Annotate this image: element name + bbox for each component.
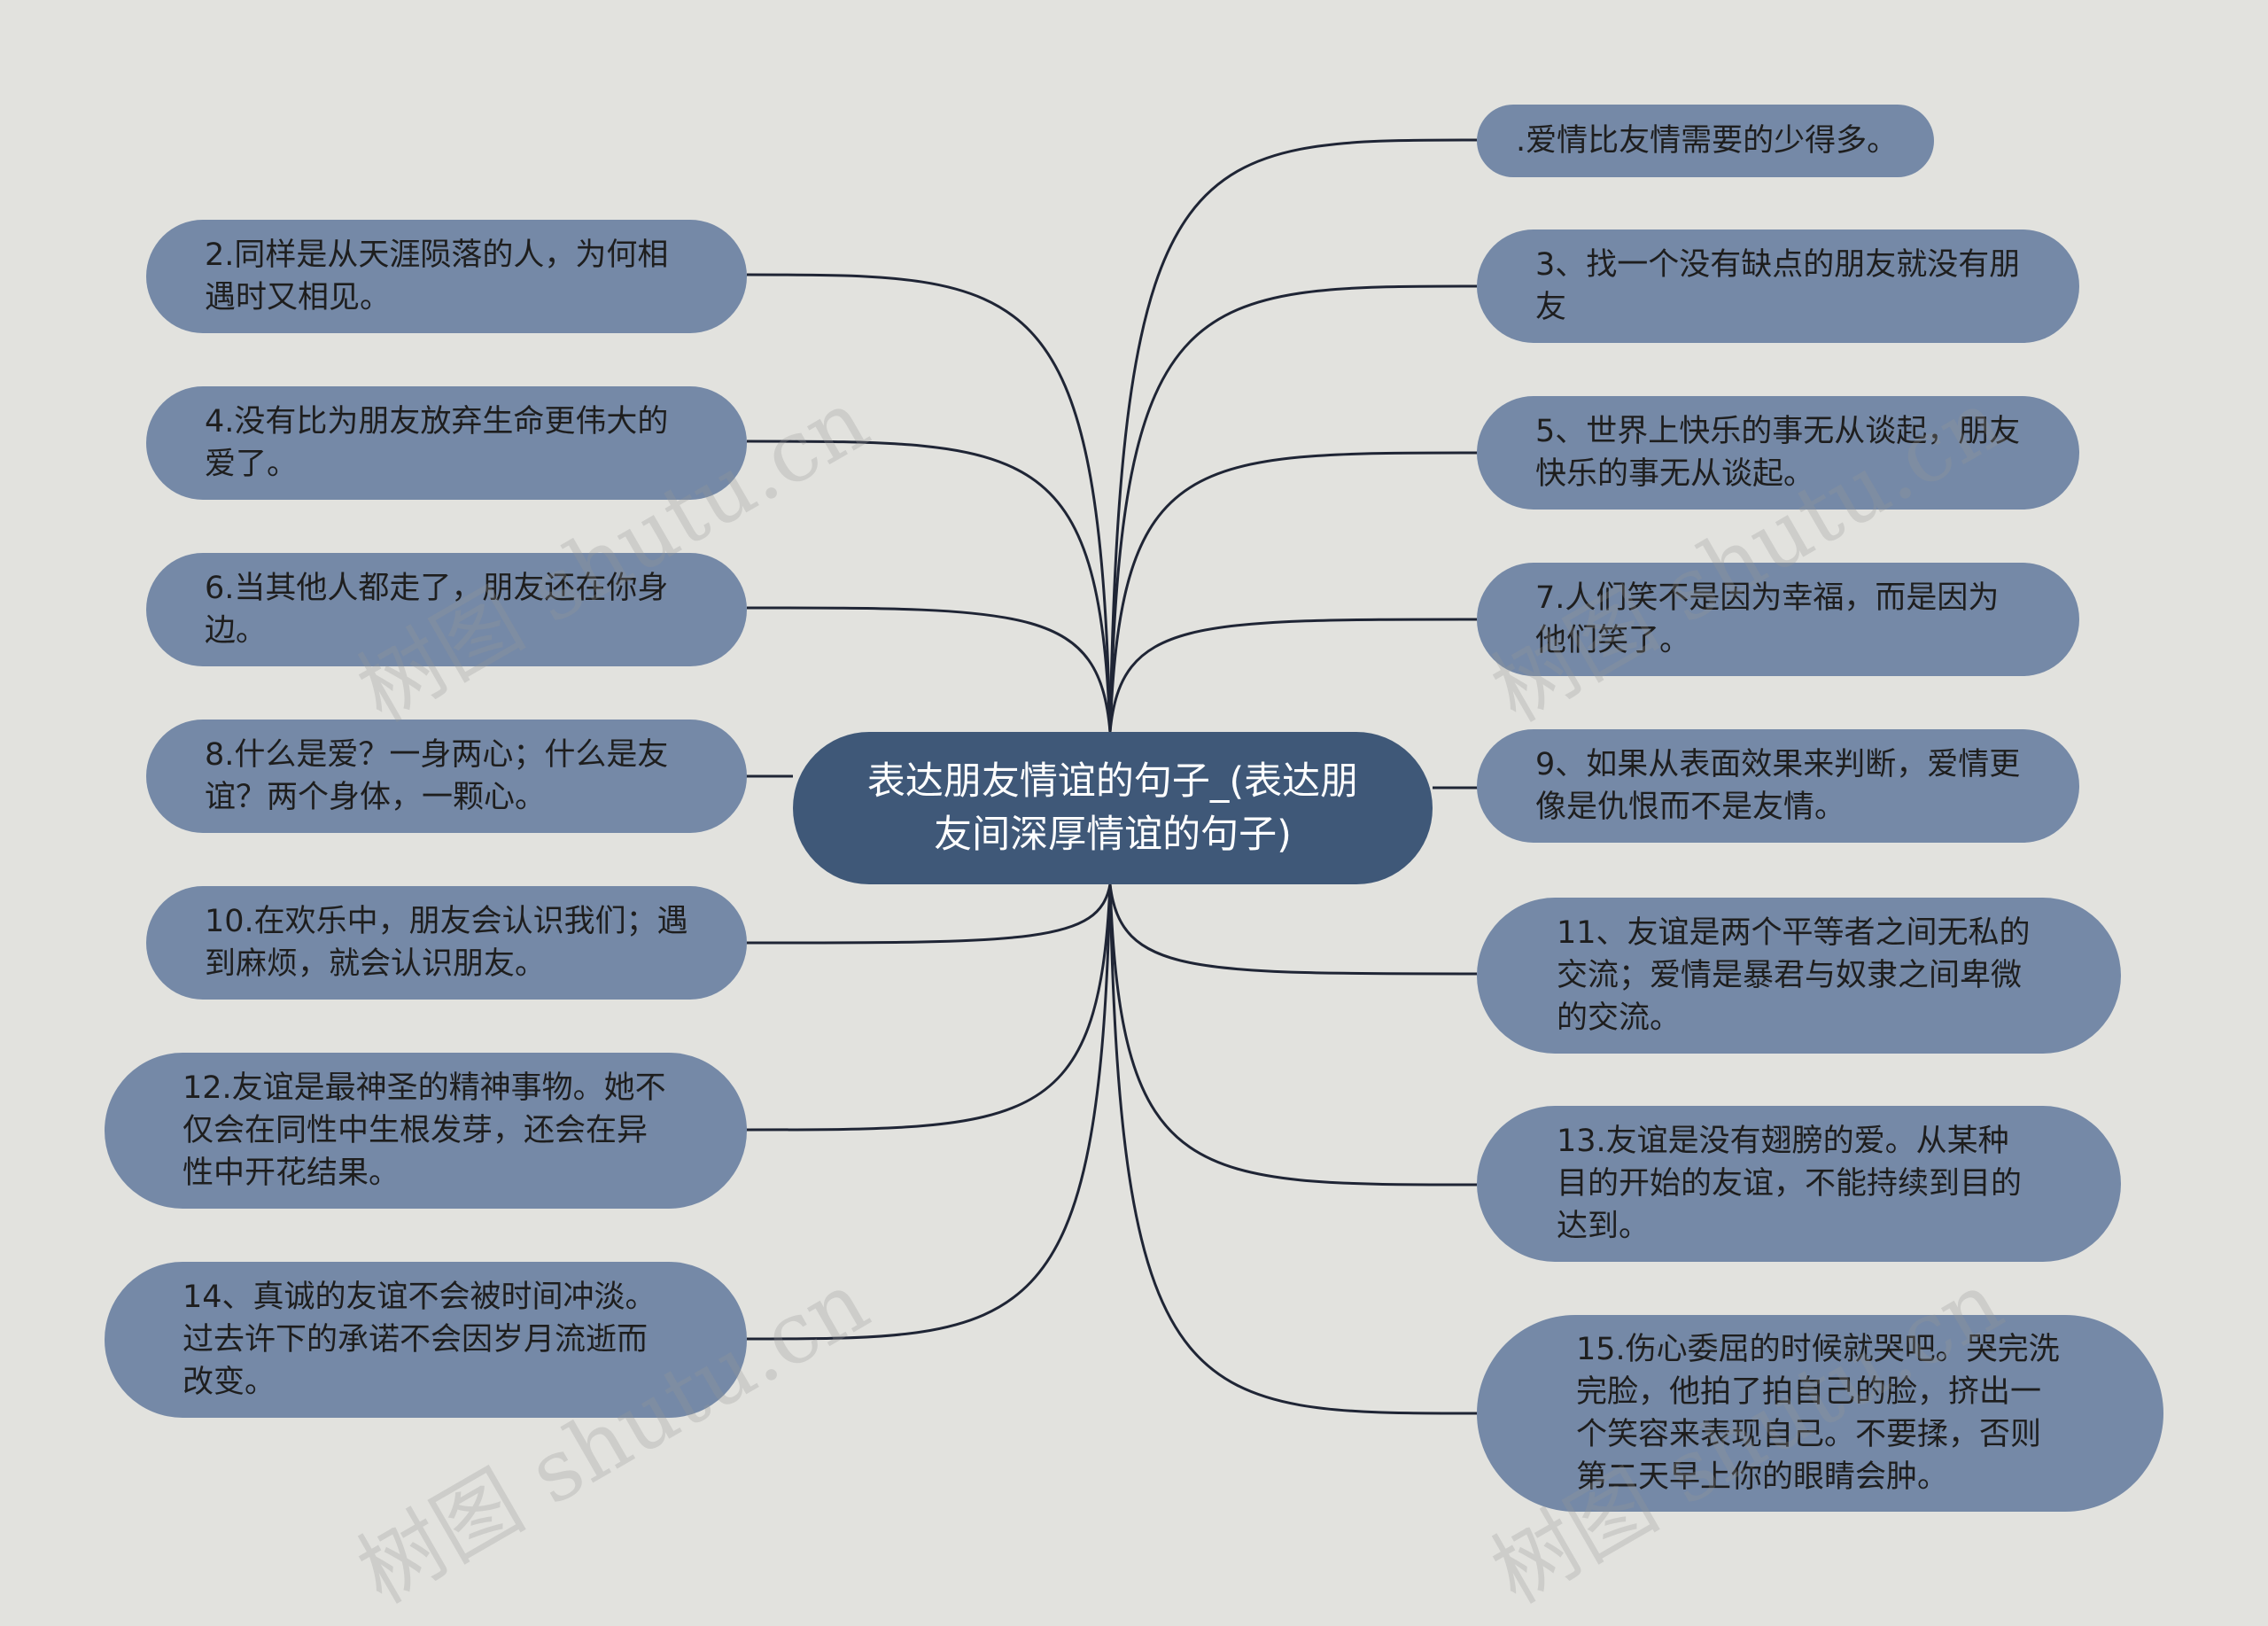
right-topic-1-label: .爱情比友情需要的少得多。 xyxy=(1516,123,1899,159)
left-topic-3[interactable]: 6.当其他人都走了，朋友还在你身边。 xyxy=(146,553,747,666)
left-topic-2[interactable]: 4.没有比为朋友放弃生命更伟大的爱了。 xyxy=(146,386,747,500)
connector-left-2 xyxy=(746,440,1112,733)
connector-left-6 xyxy=(746,883,1112,1132)
connector-right-1 xyxy=(1108,138,1478,733)
right-topic-2[interactable]: 3、找一个没有缺点的朋友就没有朋友 xyxy=(1477,230,2079,343)
left-topic-6-label: 12.友谊是最神圣的精神事物。她不仅会在同性中生根发芽，还会在异性中开花结果。 xyxy=(183,1070,666,1191)
right-topic-7-label: 13.友谊是没有翅膀的爱。从某种目的开始的友谊，不能持续到目的达到。 xyxy=(1557,1124,2023,1244)
left-topic-5[interactable]: 10.在欢乐中，朋友会认识我们；遇到麻烦，就会认识朋友。 xyxy=(146,886,747,1000)
right-topic-1[interactable]: .爱情比友情需要的少得多。 xyxy=(1477,105,1934,177)
connector-right-3 xyxy=(1108,451,1478,733)
connector-right-4 xyxy=(1108,618,1478,733)
connector-right-7 xyxy=(1108,883,1478,1186)
left-topic-6[interactable]: 12.友谊是最神圣的精神事物。她不仅会在同性中生根发芽，还会在异性中开花结果。 xyxy=(105,1053,747,1209)
left-topic-4[interactable]: 8.什么是爱？一身两心；什么是友谊？两个身体，一颗心。 xyxy=(146,720,747,833)
right-topic-7[interactable]: 13.友谊是没有翅膀的爱。从某种目的开始的友谊，不能持续到目的达到。 xyxy=(1477,1106,2121,1262)
left-topic-2-label: 4.没有比为朋友放弃生命更伟大的爱了。 xyxy=(205,404,669,482)
connector-left-7 xyxy=(746,883,1112,1341)
right-topic-3[interactable]: 5、世界上快乐的事无从谈起，朋友快乐的事无从谈起。 xyxy=(1477,396,2079,510)
left-topic-4-label: 8.什么是爱？一身两心；什么是友谊？两个身体，一颗心。 xyxy=(205,737,669,815)
connector-right-6 xyxy=(1108,883,1478,976)
right-topic-5-label: 9、如果从表面效果来判断，爱情更像是仇恨而不是友情。 xyxy=(1535,747,2021,825)
right-topic-8[interactable]: 15.伤心委屈的时候就哭吧。哭完洗完脸，他拍了拍自己的脸，挤出一个笑容来表现自己… xyxy=(1477,1315,2163,1512)
right-topic-2-label: 3、找一个没有缺点的朋友就没有朋友 xyxy=(1535,247,2021,325)
root-topic[interactable]: 表达朋友情谊的句子_(表达朋友间深厚情谊的句子) xyxy=(793,732,1433,884)
connector-left-5 xyxy=(746,883,1112,945)
right-topic-3-label: 5、世界上快乐的事无从谈起，朋友快乐的事无从谈起。 xyxy=(1535,414,2021,492)
right-topic-4-label: 7.人们笑不是因为幸福，而是因为他们笑了。 xyxy=(1535,580,2000,658)
left-topic-3-label: 6.当其他人都走了，朋友还在你身边。 xyxy=(205,571,669,649)
right-topic-8-label: 15.伤心委屈的时候就哭吧。哭完洗完脸，他拍了拍自己的脸，挤出一个笑容来表现自己… xyxy=(1576,1332,2060,1495)
right-topic-6[interactable]: 11、友谊是两个平等者之间无私的交流；爱情是暴君与奴隶之间卑微的交流。 xyxy=(1477,898,2121,1054)
left-topic-1-label: 2.同样是从天涯陨落的人，为何相遇时又相见。 xyxy=(205,237,669,315)
root-topic-label: 表达朋友情谊的句子_(表达朋友间深厚情谊的句子) xyxy=(866,759,1359,857)
connector-left-3 xyxy=(746,606,1112,733)
connector-left-1 xyxy=(746,273,1112,733)
left-topic-5-label: 10.在欢乐中，朋友会认识我们；遇到麻烦，就会认识朋友。 xyxy=(205,904,688,982)
left-topic-7[interactable]: 14、真诚的友谊不会被时间冲淡。过去许下的承诺不会因岁月流逝而改变。 xyxy=(105,1262,747,1418)
connector-right-8 xyxy=(1108,883,1478,1415)
right-topic-4[interactable]: 7.人们笑不是因为幸福，而是因为他们笑了。 xyxy=(1477,563,2079,676)
right-topic-5[interactable]: 9、如果从表面效果来判断，爱情更像是仇恨而不是友情。 xyxy=(1477,729,2079,843)
connector-right-2 xyxy=(1108,284,1478,733)
right-topic-6-label: 11、友谊是两个平等者之间无私的交流；爱情是暴君与奴隶之间卑微的交流。 xyxy=(1557,915,2031,1036)
left-topic-1[interactable]: 2.同样是从天涯陨落的人，为何相遇时又相见。 xyxy=(146,220,747,333)
left-topic-7-label: 14、真诚的友谊不会被时间冲淡。过去许下的承诺不会因岁月流逝而改变。 xyxy=(183,1280,656,1400)
